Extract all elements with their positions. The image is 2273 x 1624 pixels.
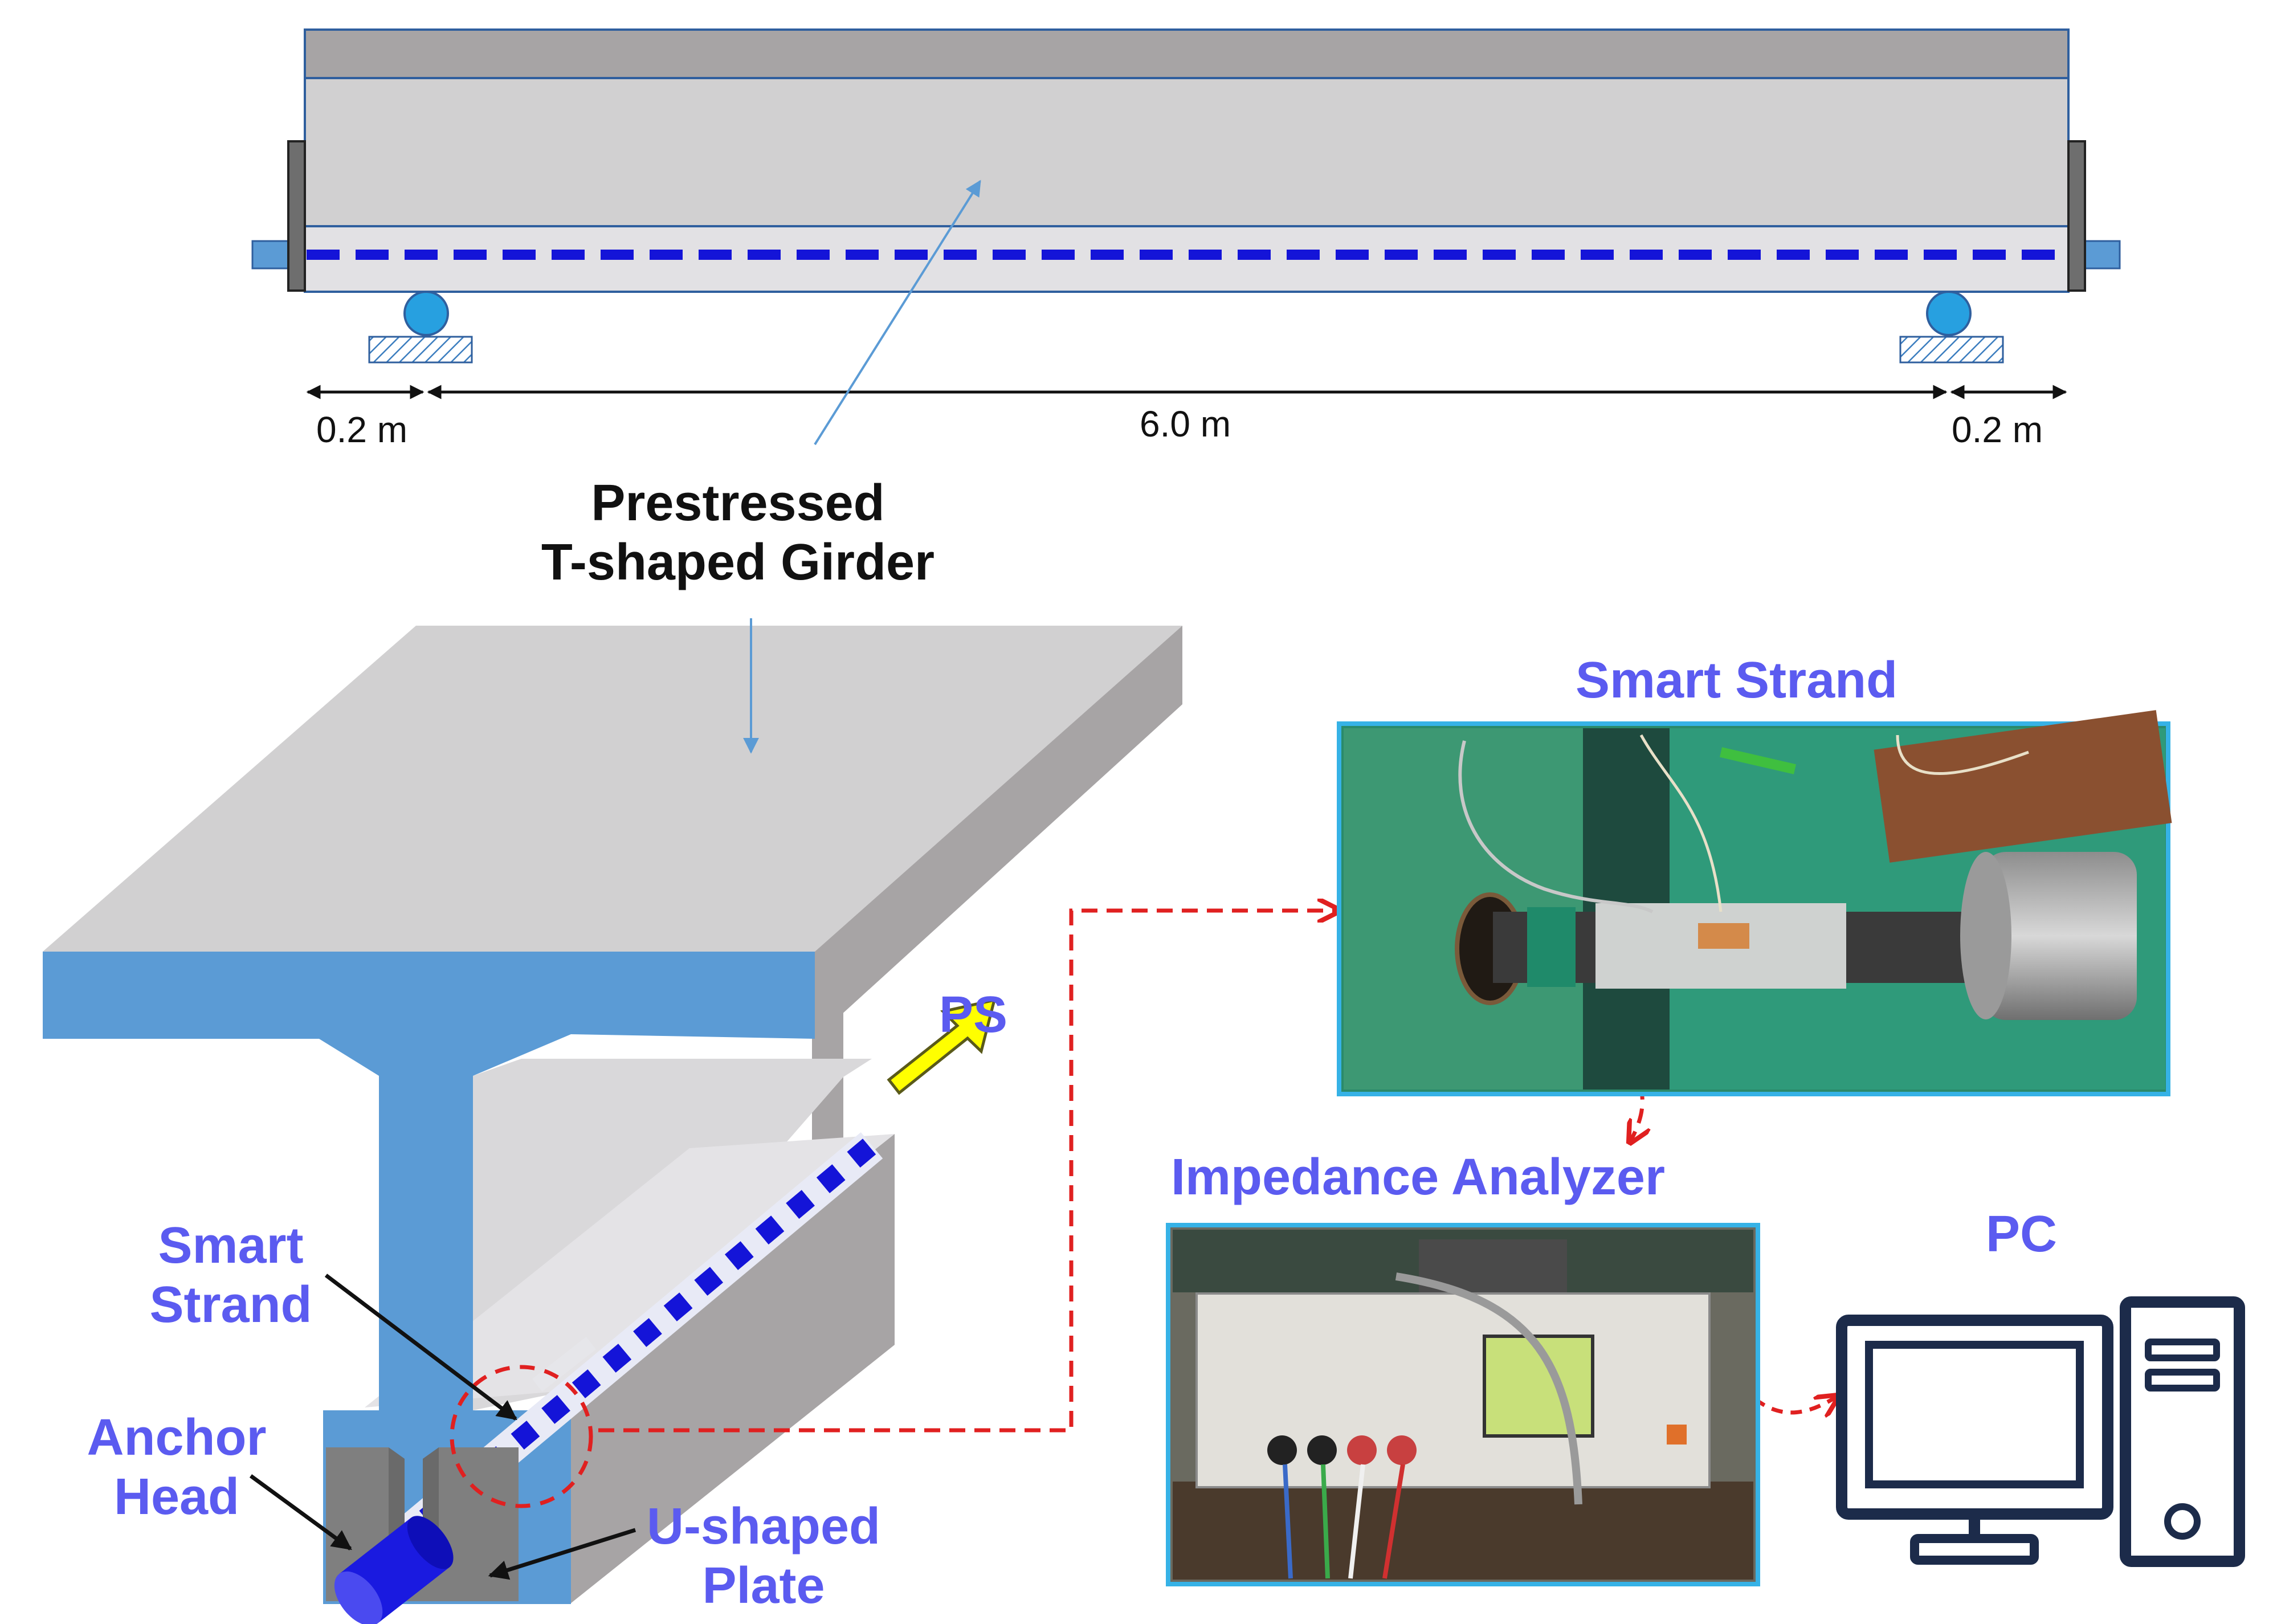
u-shaped-plate-line-2: Plate <box>702 1557 825 1614</box>
photo-green-tape <box>1527 907 1576 987</box>
analyzer-cable-green <box>1321 1464 1330 1579</box>
strand-end-right <box>2082 240 2121 270</box>
flange-top-surface <box>43 626 1182 952</box>
photo-green-connector <box>1719 747 1797 774</box>
strand-3d-dashed <box>358 1132 884 1578</box>
anchor-head <box>334 1516 454 1624</box>
impedance-analyzer-photo <box>1166 1223 1760 1586</box>
bottom-bulb-side <box>570 1134 895 1604</box>
analyzer-screen <box>1483 1335 1594 1438</box>
girder-title-line-1: Prestressed <box>591 475 885 532</box>
support-base-right <box>1899 336 2004 364</box>
signal-line-to-pc <box>1753 1396 1838 1413</box>
photo-rust-plate <box>1874 710 2172 863</box>
pc-label: PC <box>1986 1206 2058 1263</box>
terminal-4 <box>1387 1435 1417 1465</box>
smart-strand-photo-title: Smart Strand <box>1576 652 1898 709</box>
terminal-1 <box>1267 1435 1297 1465</box>
terminal-2 <box>1307 1435 1337 1465</box>
anchor-head-face <box>334 1571 383 1624</box>
end-plate-right <box>2067 140 2086 292</box>
anchor-head-line-2: Head <box>113 1468 240 1525</box>
smart-strand-callout-arrow <box>324 1274 517 1421</box>
pc-icon <box>1836 1296 2245 1567</box>
analyzer-terminals <box>1267 1435 1417 1465</box>
girder-bottom-strip <box>304 225 2070 293</box>
u-shaped-plate-label: U-shaped Plate <box>627 1497 900 1615</box>
photo-pzt-patch <box>1698 923 1749 949</box>
impedance-analyzer-title: Impedance Analyzer <box>1171 1149 1665 1206</box>
smart-strand-callout-line-1: Smart <box>158 1217 304 1274</box>
roller-support-left <box>403 291 449 336</box>
support-base-left <box>368 336 473 364</box>
ps-label: PS <box>939 986 1008 1043</box>
girder-title-line-2: T-shaped Girder <box>541 533 935 591</box>
flange-side-surface <box>815 626 1182 1039</box>
bottom-bulb-top <box>365 1134 895 1407</box>
anchor-head-back <box>407 1516 454 1569</box>
analyzer-cable-white <box>1348 1464 1365 1579</box>
u-plate-notch-right <box>423 1447 439 1539</box>
girder-pointer-arrow <box>814 179 981 446</box>
end-plate-left <box>287 140 306 292</box>
analyzer-cable-gray <box>1395 1272 1582 1505</box>
t-girder-3d-section <box>43 618 1182 1624</box>
dim-label-span: 6.0 m <box>1140 403 1231 444</box>
u-plate-notch-left <box>389 1447 405 1539</box>
strand-channel <box>532 1337 596 1392</box>
photo-wire-1 <box>1458 740 1654 913</box>
girder-web-body <box>304 77 2070 227</box>
smart-strand-callout-label: Smart Strand <box>140 1217 322 1335</box>
photo-wire-2 <box>1639 734 1723 912</box>
girder-cross-section <box>43 952 815 1604</box>
anchor-head-line-1: Anchor <box>87 1409 267 1466</box>
anchor-head-callout-arrow <box>249 1474 352 1550</box>
photo-anchor-cylinder <box>1983 852 2137 1020</box>
smart-strand-marker-circle <box>450 1365 593 1508</box>
u-plate-callout-arrow <box>488 1528 636 1580</box>
signal-line-to-smart-strand <box>598 911 1339 1433</box>
roller-support-right <box>1926 291 1972 336</box>
photo-anchor-face <box>1960 852 2011 1019</box>
analyzer-table <box>1173 1482 1753 1580</box>
analyzer-power-button <box>1667 1425 1687 1445</box>
terminal-3 <box>1347 1435 1377 1465</box>
girder-elevation-view <box>251 28 2121 446</box>
smart-strand-photo <box>1337 710 2172 1096</box>
analyzer-cable-red <box>1382 1464 1405 1579</box>
pc-tower-icon <box>2120 1296 2245 1567</box>
strand-end-left <box>251 240 291 270</box>
pc-monitor-icon <box>1836 1315 2113 1565</box>
analyzer-top-box <box>1419 1239 1567 1302</box>
analyzer-cable-blue <box>1283 1464 1293 1579</box>
dim-label-right: 0.2 m <box>1952 409 2043 450</box>
ps-force-arrow <box>887 998 997 1095</box>
anchor-head-label: Anchor Head <box>74 1409 279 1527</box>
photo-wire-3 <box>1896 735 2029 775</box>
u-shaped-plate-line-1: U-shaped <box>646 1498 881 1555</box>
dim-label-left: 0.2 m <box>316 409 408 450</box>
smart-strand-callout-line-2: Strand <box>149 1276 312 1333</box>
girder-title: Prestressed T-shaped Girder <box>524 474 952 592</box>
girder-top-flange <box>304 28 2070 79</box>
